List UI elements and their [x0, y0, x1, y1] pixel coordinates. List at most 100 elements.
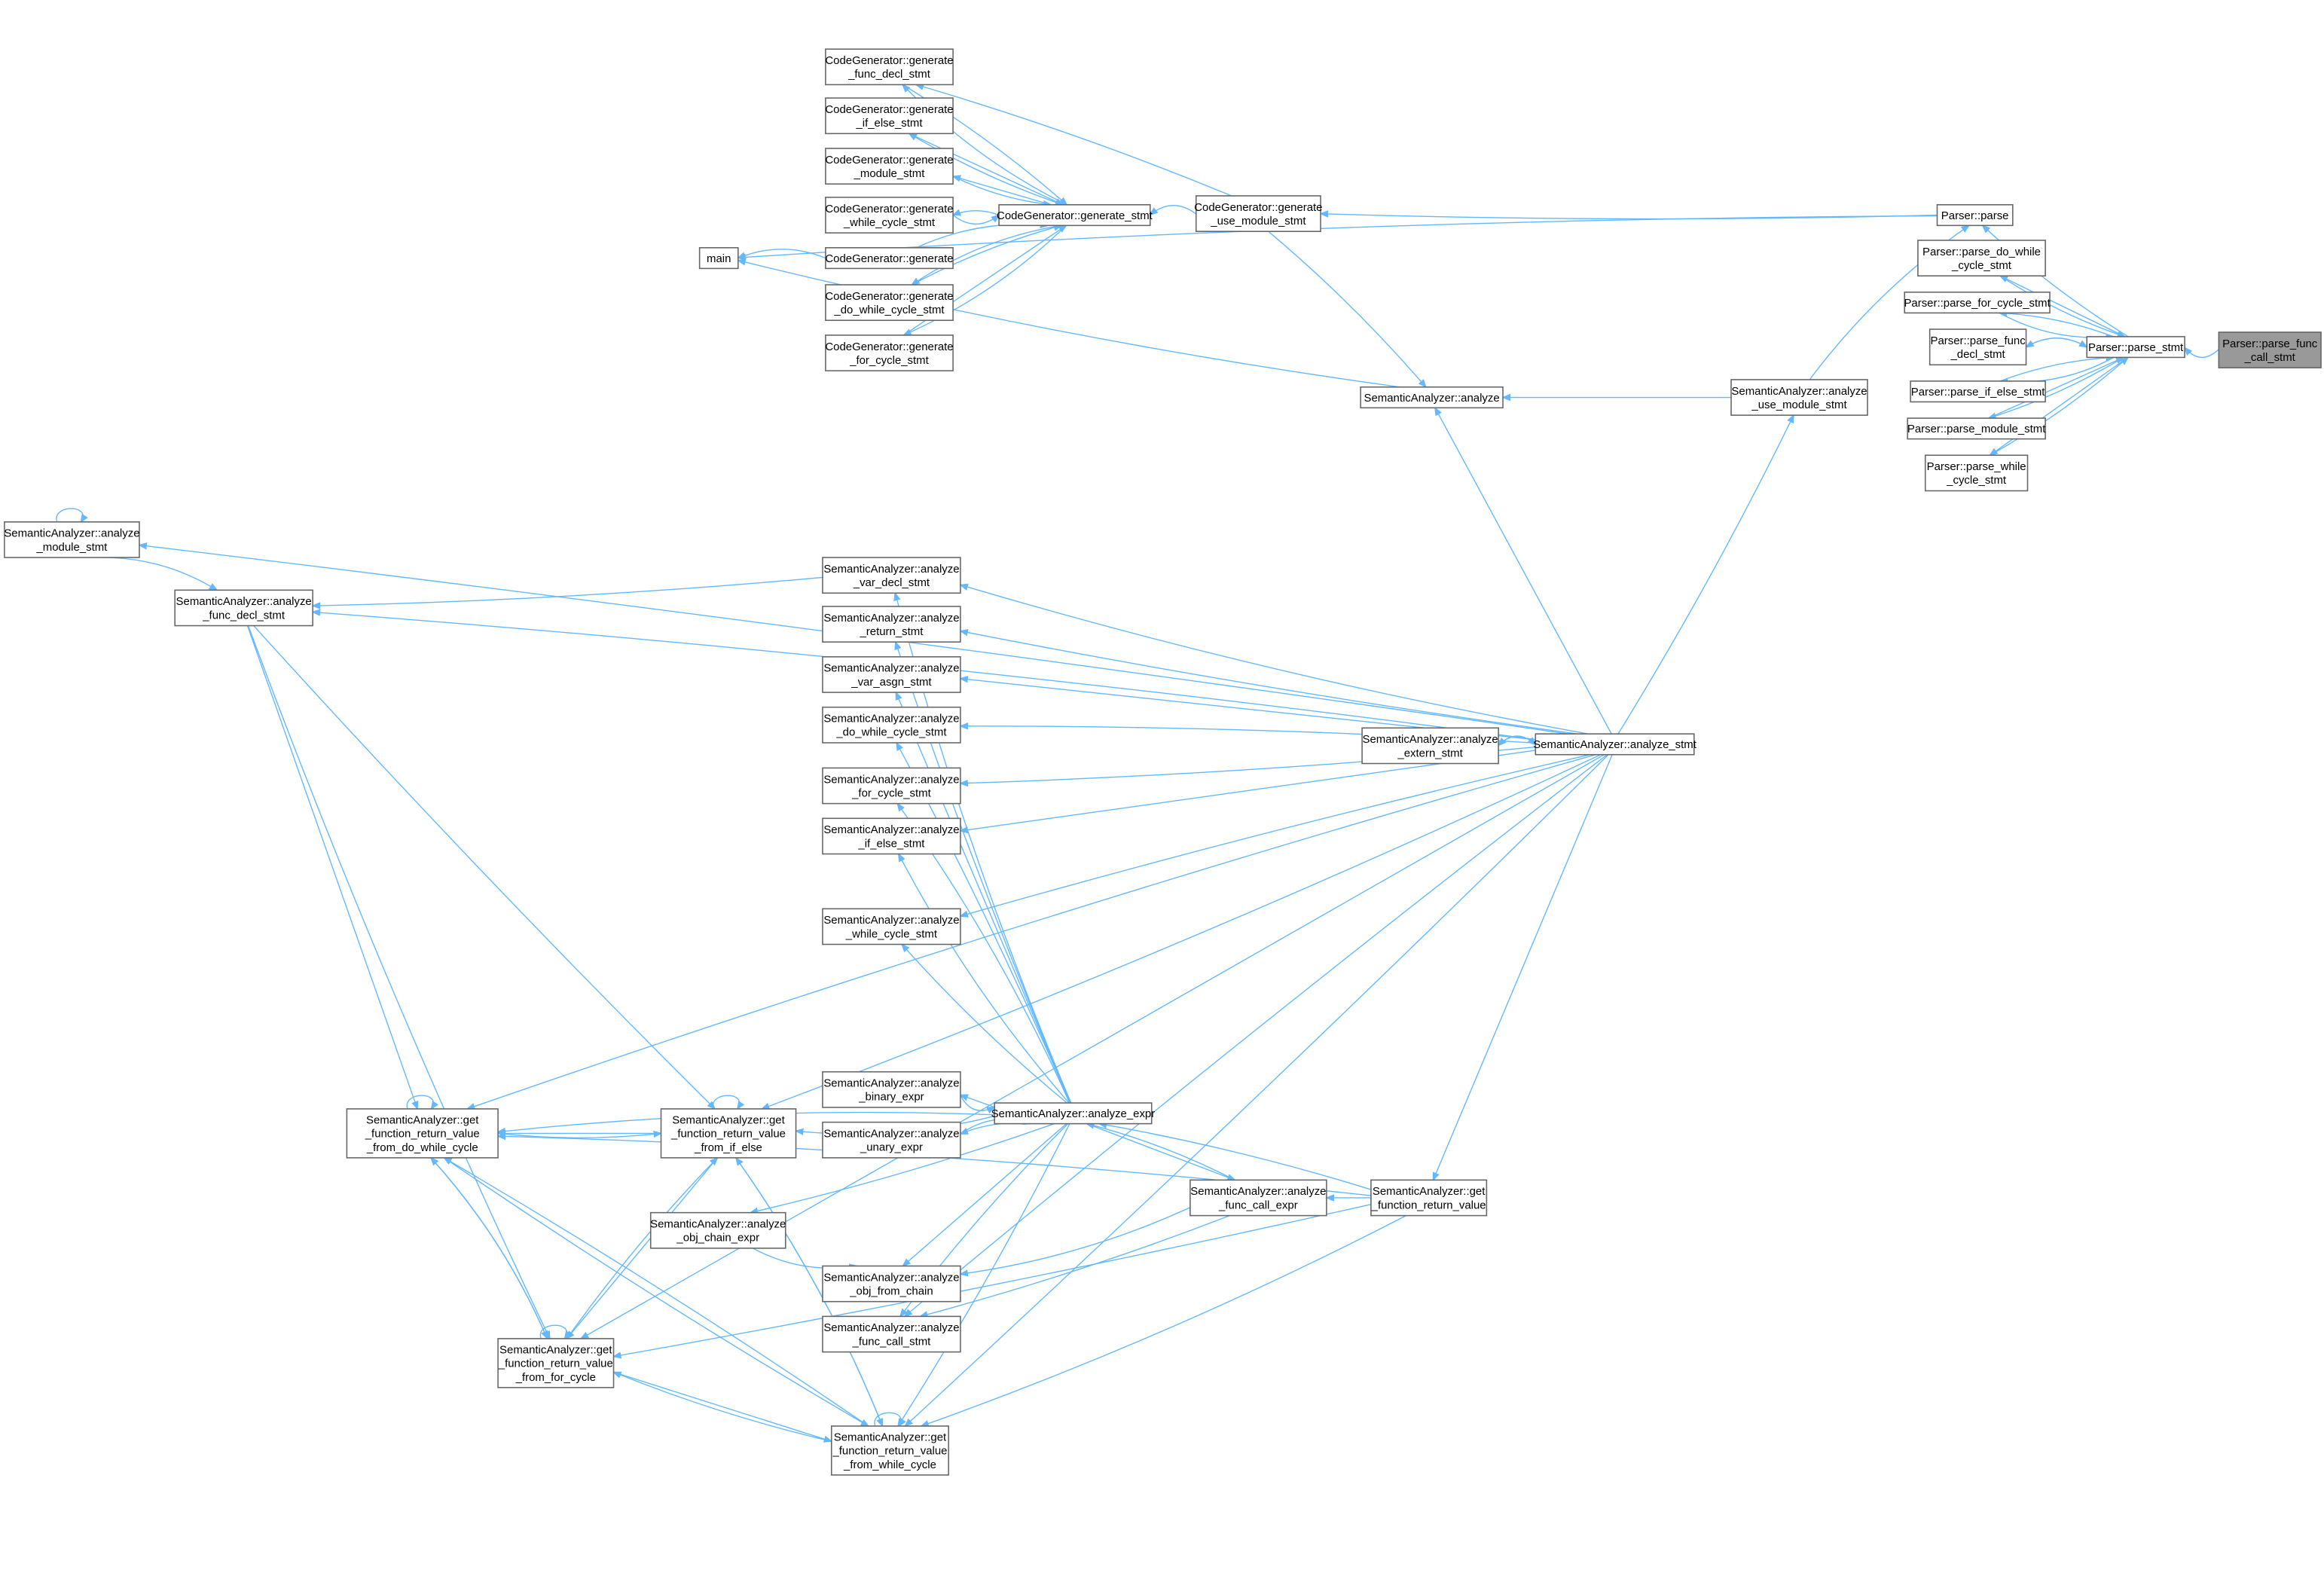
node-box — [822, 767, 961, 805]
edge-ae-to-afce — [1086, 1122, 1235, 1181]
edge-ae-to-aie — [899, 854, 1070, 1104]
node-box — [660, 1108, 797, 1159]
edge-afd-to-gdo — [246, 625, 417, 1109]
node-gs[interactable]: CodeGenerator::generate_stmt — [997, 203, 1153, 227]
node-gums[interactable]: CodeGenerator::generate_use_module_stmt — [1194, 195, 1323, 232]
node-gdo[interactable]: SemanticAnalyzer::get_function_return_va… — [346, 1108, 499, 1159]
node-pfor[interactable]: Parser::parse_for_cycle_stmt — [1904, 292, 2051, 314]
node-label: _func_call_stmt — [852, 1335, 932, 1348]
node-gw[interactable]: CodeGenerator::generate_while_cycle_stmt — [825, 197, 954, 234]
node-gm[interactable]: CodeGenerator::generate_module_stmt — [825, 148, 954, 185]
node-label: _return_stmt — [860, 625, 924, 638]
node-box — [822, 606, 961, 643]
edge-gs-to-gfor — [904, 224, 1067, 335]
node-box — [698, 247, 739, 270]
node-label: _use_module_stmt — [1210, 215, 1306, 228]
node-pdw[interactable]: Parser::parse_do_while_cycle_stmt — [1917, 240, 2046, 276]
node-label: _from_for_cycle — [515, 1371, 596, 1384]
edge-ams-to-ams — [56, 508, 83, 522]
node-gie[interactable]: CodeGenerator::generate_if_else_stmt — [825, 97, 954, 135]
node-box — [1370, 1179, 1488, 1217]
node-box — [2086, 336, 2185, 359]
node-label: SemanticAnalyzer::analyze — [823, 914, 959, 927]
edge-a-to-main — [738, 261, 1400, 388]
node-gdw[interactable]: CodeGenerator::generate_do_while_cycle_s… — [825, 284, 954, 322]
node-label: _function_return_value — [670, 1128, 786, 1141]
node-adw[interactable]: SemanticAnalyzer::analyze_do_while_cycle… — [822, 706, 961, 744]
node-aex[interactable]: SemanticAnalyzer::analyze_extern_stmt — [1361, 727, 1499, 765]
node-label: _func_call_expr — [1218, 1199, 1298, 1211]
node-pfcs[interactable]: Parser::parse_func_call_stmt — [2218, 331, 2322, 368]
node-aofc[interactable]: SemanticAnalyzer::analyze_obj_from_chain — [822, 1265, 961, 1303]
node-gfc[interactable]: SemanticAnalyzer::get_function_return_va… — [497, 1338, 615, 1388]
node-p[interactable]: Parser::parse — [1936, 203, 2014, 227]
node-g[interactable]: CodeGenerator::generate — [825, 247, 954, 270]
node-label: CodeGenerator::generate — [825, 154, 953, 166]
node-afce[interactable]: SemanticAnalyzer::analyze_func_call_expr — [1189, 1179, 1327, 1217]
edge-ps-to-pfor — [1999, 313, 2114, 338]
node-as[interactable]: SemanticAnalyzer::analyze_stmt — [1533, 733, 1697, 756]
node-afcs[interactable]: SemanticAnalyzer::analyze_func_call_stmt — [822, 1315, 961, 1353]
edge-ps-to-pdw — [2000, 276, 2126, 338]
node-gwc[interactable]: SemanticAnalyzer::get_function_return_va… — [830, 1425, 949, 1476]
edge-as-to-aw — [960, 754, 1590, 916]
edge-gwc-to-gfc — [614, 1372, 832, 1442]
node-box — [1361, 727, 1499, 765]
node-label: _var_asgn_stmt — [851, 676, 932, 689]
edge-ae-to-aoc — [750, 1122, 1055, 1213]
node-box — [649, 1211, 786, 1249]
node-label: CodeGenerator::generate — [1194, 201, 1322, 214]
node-gfor[interactable]: CodeGenerator::generate_for_cycle_stmt — [825, 334, 954, 371]
node-label: SemanticAnalyzer::analyze — [823, 1077, 959, 1090]
node-box — [1535, 733, 1695, 756]
edge-gm-to-gs — [952, 176, 1051, 205]
edge-pfd-to-ps — [2026, 338, 2087, 347]
node-gfd[interactable]: CodeGenerator::generate_func_decl_stmt — [825, 48, 954, 86]
node-label: Parser::parse_while — [1927, 460, 2026, 473]
edge-avd-to-afd — [313, 576, 823, 606]
node-label: SemanticAnalyzer::analyze — [823, 713, 959, 725]
node-box — [822, 1315, 961, 1353]
edge-gdo-to-gfc — [430, 1157, 547, 1339]
edge-gs-to-gie — [909, 133, 1064, 206]
node-afd[interactable]: SemanticAnalyzer::analyze_func_decl_stmt — [174, 589, 313, 627]
node-gfrv[interactable]: SemanticAnalyzer::get_function_return_va… — [1370, 1179, 1488, 1217]
node-label: _cycle_stmt — [1946, 474, 2007, 487]
node-aw[interactable]: SemanticAnalyzer::analyze_while_cycle_st… — [822, 908, 961, 945]
node-aoc[interactable]: SemanticAnalyzer::analyze_obj_chain_expr — [649, 1211, 786, 1249]
node-ae[interactable]: SemanticAnalyzer::analyze_expr — [991, 1102, 1156, 1125]
edge-gfc-to-gwc — [613, 1371, 832, 1441]
node-aums[interactable]: SemanticAnalyzer::analyze_use_module_stm… — [1730, 379, 1868, 416]
node-label: _function_return_value — [498, 1358, 613, 1370]
node-box — [4, 521, 140, 558]
node-pfd[interactable]: Parser::parse_func_decl_stmt — [1929, 328, 2027, 366]
node-ava[interactable]: SemanticAnalyzer::analyze_var_asgn_stmt — [822, 656, 961, 693]
edge-pw-to-ps — [1990, 357, 2128, 456]
node-aie[interactable]: SemanticAnalyzer::analyze_if_else_stmt — [822, 817, 961, 855]
node-label: main — [707, 252, 731, 265]
node-ps[interactable]: Parser::parse_stmt — [2086, 336, 2185, 359]
node-box — [346, 1108, 499, 1159]
node-afor[interactable]: SemanticAnalyzer::analyze_for_cycle_stmt — [822, 767, 961, 805]
node-main[interactable]: main — [698, 247, 739, 270]
node-pie[interactable]: Parser::parse_if_else_stmt — [1910, 380, 2046, 403]
node-label: CodeGenerator::generate — [825, 103, 953, 116]
node-label: SemanticAnalyzer::analyze — [1364, 392, 1499, 405]
node-label: SemanticAnalyzer::analyze — [1731, 385, 1867, 398]
edge-as-to-gdo — [467, 754, 1596, 1109]
node-pm[interactable]: Parser::parse_module_stmt — [1907, 417, 2046, 440]
node-ams[interactable]: SemanticAnalyzer::analyze_module_stmt — [4, 521, 140, 558]
edge-gie-to-gs — [909, 133, 1063, 204]
edge-as-to-gif — [762, 754, 1602, 1109]
node-a[interactable]: SemanticAnalyzer::analyze — [1360, 386, 1504, 409]
node-ab[interactable]: SemanticAnalyzer::analyze_binary_expr — [822, 1071, 961, 1108]
node-gif[interactable]: SemanticAnalyzer::get_function_return_va… — [660, 1108, 797, 1159]
node-pw[interactable]: Parser::parse_while_cycle_stmt — [1924, 454, 2029, 492]
node-ar[interactable]: SemanticAnalyzer::analyze_return_stmt — [822, 606, 961, 643]
node-label: _function_return_value — [1371, 1199, 1486, 1211]
node-avd[interactable]: SemanticAnalyzer::analyze_var_decl_stmt — [822, 557, 961, 594]
node-box — [822, 908, 961, 945]
node-label: _obj_chain_expr — [676, 1232, 759, 1245]
node-au[interactable]: SemanticAnalyzer::analyze_unary_expr — [822, 1121, 961, 1159]
